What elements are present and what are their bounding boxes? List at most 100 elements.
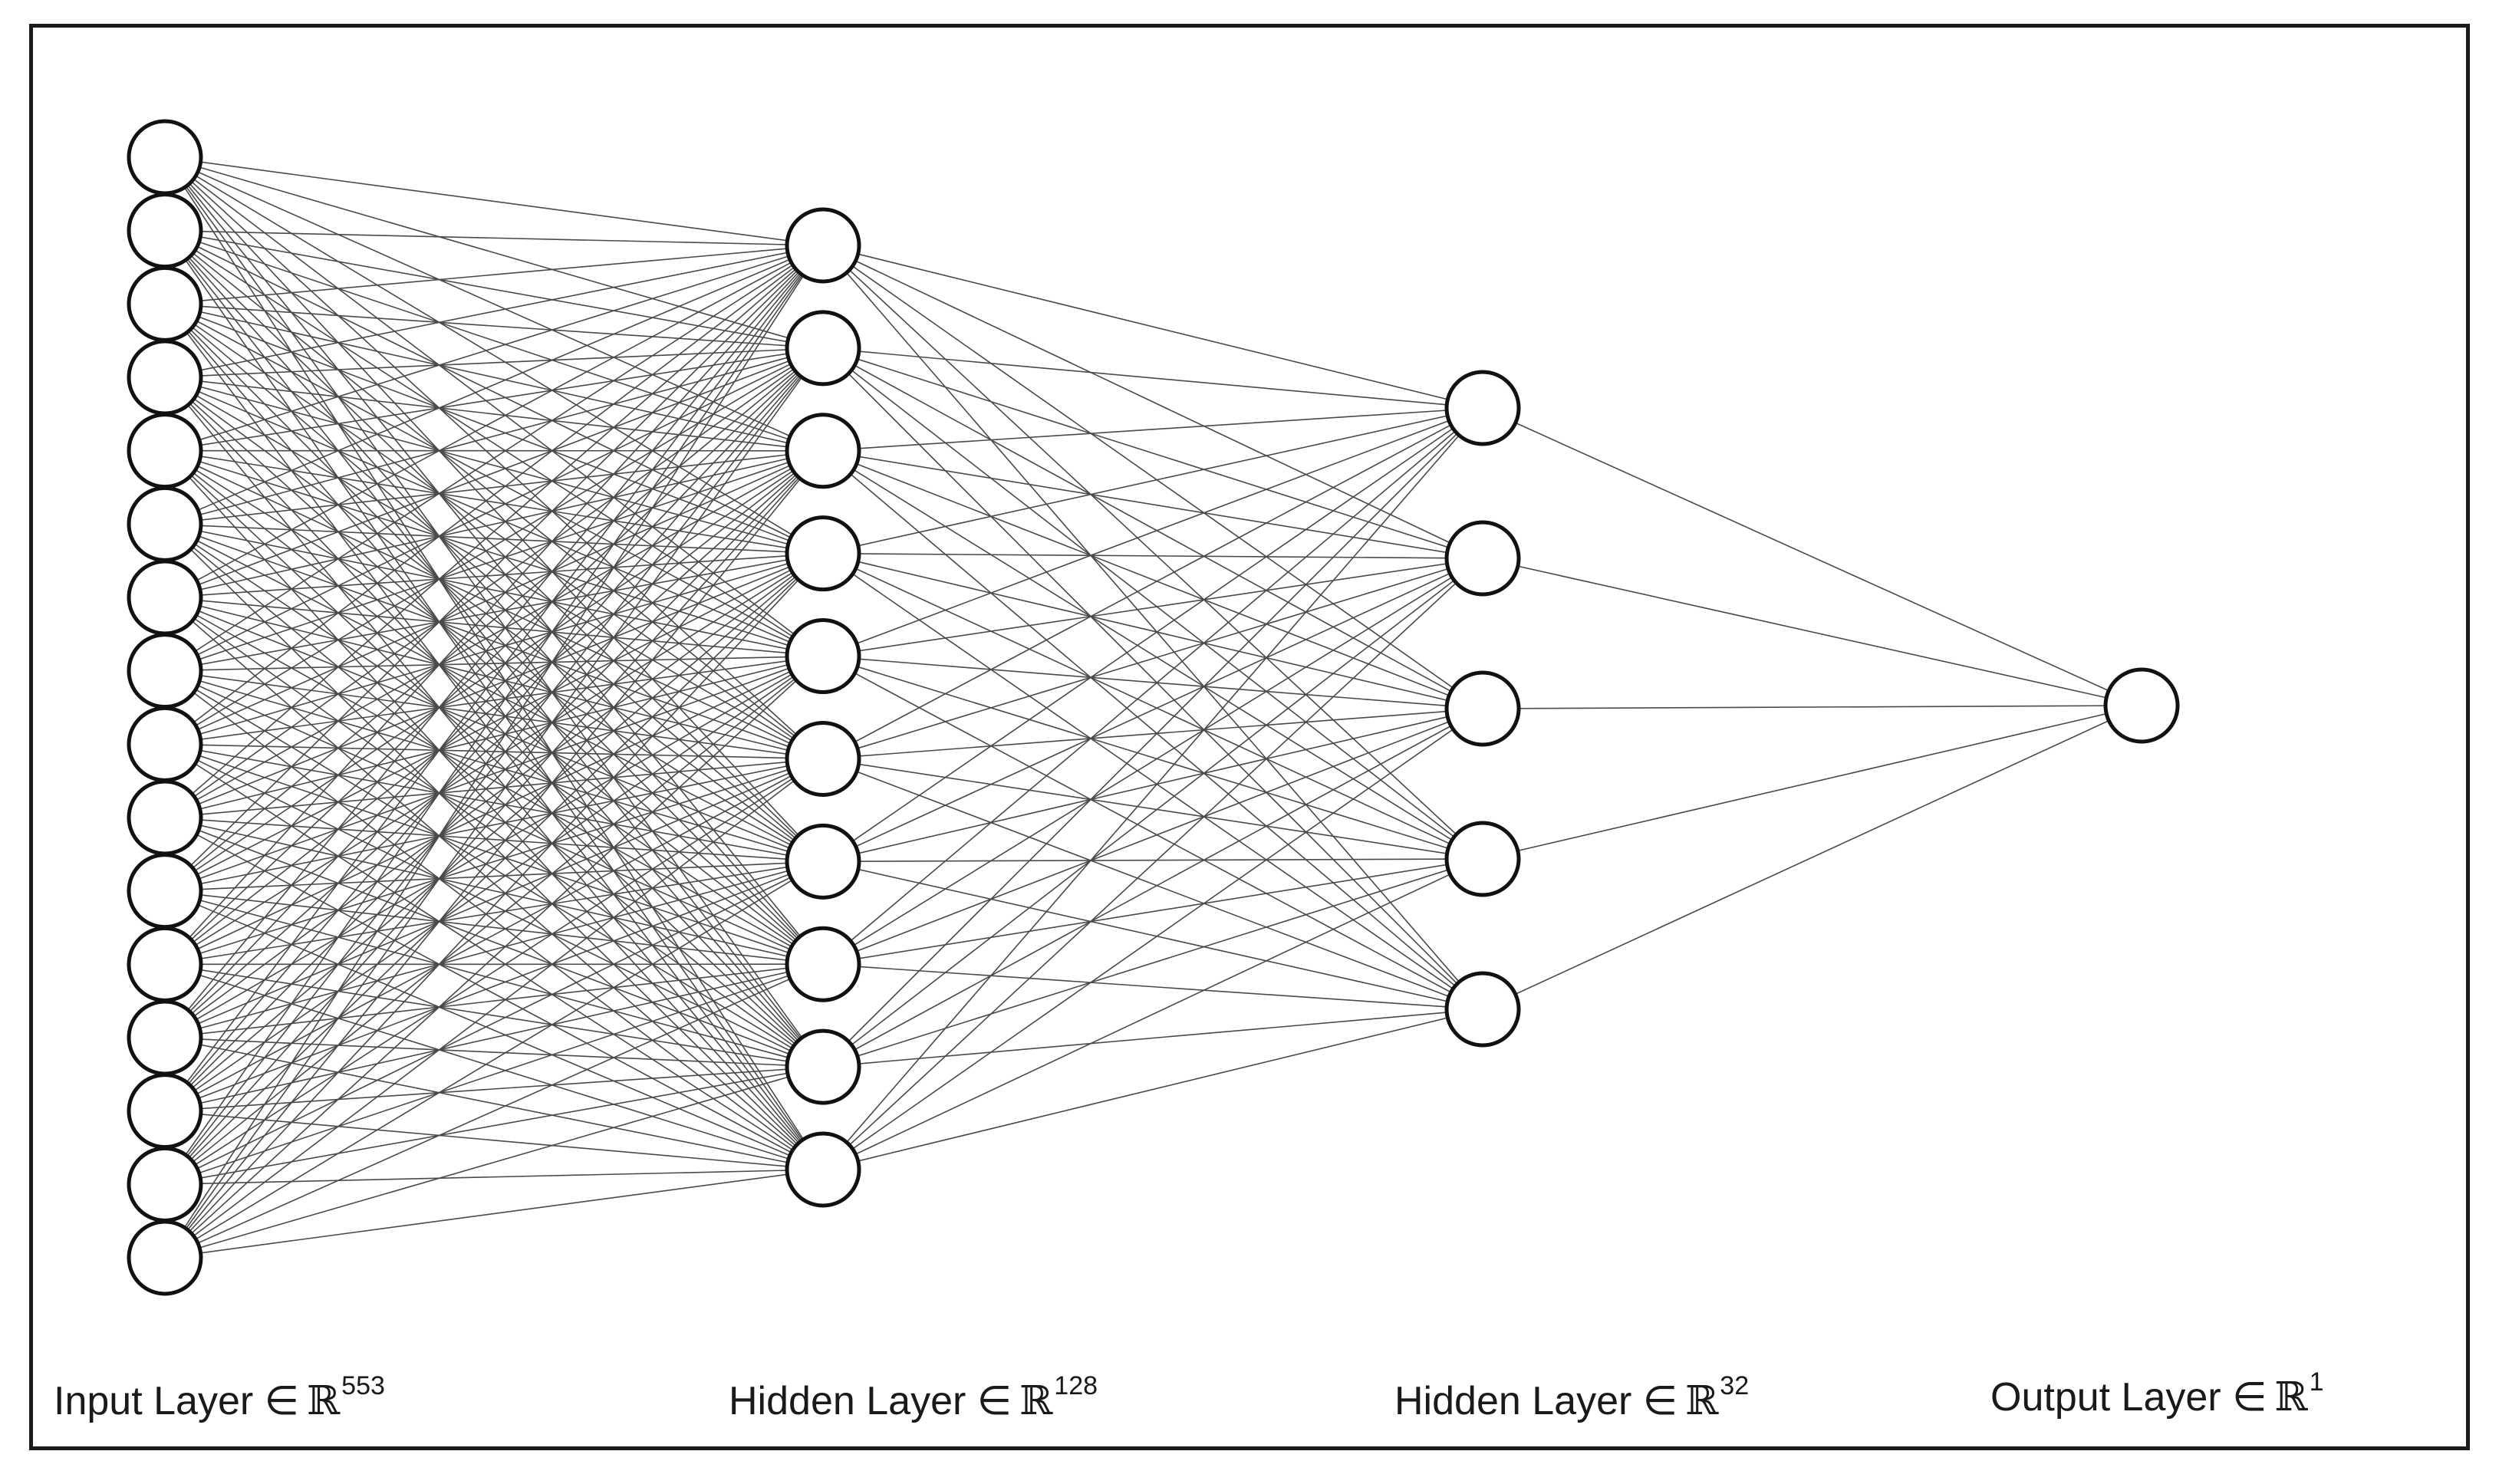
connection-input-12-to-hidden-1-2	[164, 347, 824, 965]
hidden-layer-2-label: Hidden Layer ∈ℝ32	[1394, 1373, 1749, 1421]
connection-hidden-1-3-to-hidden-2-2	[822, 449, 1483, 559]
connection-input-15-to-hidden-1-3	[164, 450, 824, 1185]
connection-hidden-1-2-to-hidden-2-1	[822, 347, 1483, 409]
hidden-layer-2-dimension: 32	[1720, 1371, 1750, 1400]
input-node-2	[127, 192, 203, 269]
connection-hidden-1-7-to-hidden-2-4	[822, 858, 1483, 863]
input-layer-label: Input Layer ∈ℝ553	[54, 1373, 385, 1421]
input-node-4	[127, 339, 203, 416]
input-layer-name: Input Layer	[54, 1379, 254, 1423]
connection-input-15-to-hidden-1-2	[164, 347, 824, 1185]
hidden-layer-1-element-of: ∈	[976, 1379, 1012, 1423]
connection-hidden-1-2-to-hidden-2-3	[822, 347, 1483, 709]
connection-hidden-1-9-to-hidden-2-1	[822, 407, 1483, 1068]
connection-input-11-to-hidden-1-5	[164, 655, 824, 892]
connection-input-14-to-hidden-1-2	[164, 347, 824, 1112]
neurons	[127, 119, 2180, 1296]
connection-input-11-to-hidden-1-9	[164, 890, 824, 1068]
connection-input-3-to-hidden-1-1	[164, 245, 824, 305]
input-node-3	[127, 265, 203, 342]
hidden-layer-1-real-set: ℝ	[1019, 1378, 1053, 1424]
connection-hidden-1-7-to-hidden-2-3	[822, 708, 1483, 863]
connection-hidden-1-5-to-hidden-2-1	[822, 407, 1483, 657]
connection-input-13-to-hidden-1-2	[164, 347, 824, 1038]
connection-input-15-to-hidden-1-1	[164, 245, 824, 1185]
connection-input-10-to-hidden-1-10	[164, 817, 824, 1170]
connection-input-16-to-hidden-1-2	[164, 347, 824, 1259]
connection-input-12-to-hidden-1-1	[164, 245, 824, 965]
hidden-layer-1-dimension: 128	[1054, 1371, 1098, 1400]
connection-hidden-1-1-to-hidden-2-2	[822, 245, 1483, 559]
input-node-11	[127, 853, 203, 930]
connection-input-6-to-hidden-1-1	[164, 245, 824, 525]
hidden-2-node-2	[1444, 520, 1521, 597]
connection-input-13-to-hidden-1-7	[164, 860, 824, 1038]
connection-input-4-to-hidden-1-1	[164, 245, 824, 378]
hidden-layer-1-label: Hidden Layer ∈ℝ128	[729, 1373, 1098, 1421]
connection-hidden-1-8-to-hidden-2-1	[822, 407, 1483, 965]
connection-hidden-1-5-to-hidden-2-2	[822, 558, 1483, 657]
connection-input-7-to-hidden-1-1	[164, 245, 824, 598]
hidden-layer-2-element-of: ∈	[1642, 1379, 1678, 1423]
connection-input-10-to-hidden-1-1	[164, 245, 824, 818]
connection-hidden-1-9-to-hidden-2-5	[822, 1009, 1483, 1068]
connection-input-10-to-hidden-1-6	[164, 758, 824, 818]
hidden-1-node-4	[785, 515, 861, 592]
hidden-2-node-3	[1444, 670, 1521, 747]
connection-input-15-to-hidden-1-4	[164, 553, 824, 1185]
hidden-1-node-6	[785, 720, 861, 797]
connection-hidden-1-8-to-hidden-2-4	[822, 858, 1483, 966]
connection-input-11-to-hidden-1-3	[164, 450, 824, 892]
connection-hidden-1-2-to-hidden-2-4	[822, 347, 1483, 860]
connection-input-13-to-hidden-1-8	[164, 963, 824, 1038]
connection-hidden-1-4-to-hidden-2-3	[822, 552, 1483, 709]
input-layer-real-set: ℝ	[306, 1378, 341, 1424]
connection-hidden-1-1-to-hidden-2-5	[822, 245, 1483, 1010]
connection-hidden-2-5-to-output-1	[1482, 705, 2142, 1010]
connection-input-13-to-hidden-1-10	[164, 1037, 824, 1170]
connection-input-14-to-hidden-1-10	[164, 1110, 824, 1170]
connection-hidden-1-5-to-hidden-2-3	[822, 655, 1483, 709]
connection-hidden-1-10-to-hidden-2-1	[822, 407, 1483, 1170]
connection-hidden-1-4-to-hidden-2-2	[822, 552, 1483, 559]
connection-input-14-to-hidden-1-8	[164, 963, 824, 1112]
input-layer-element-of: ∈	[264, 1379, 299, 1423]
output-layer-dimension: 1	[2309, 1367, 2324, 1397]
connection-hidden-1-6-to-hidden-2-1	[822, 407, 1483, 760]
connection-input-10-to-hidden-1-5	[164, 655, 824, 818]
connection-input-15-to-hidden-1-7	[164, 860, 824, 1186]
connection-input-15-to-hidden-1-9	[164, 1066, 824, 1186]
connection-input-13-to-hidden-1-6	[164, 758, 824, 1038]
connection-input-13-to-hidden-1-3	[164, 450, 824, 1038]
connection-input-16-to-hidden-1-5	[164, 655, 824, 1259]
connection-hidden-2-2-to-output-1	[1482, 558, 2142, 706]
connection-hidden-1-10-to-hidden-2-3	[822, 708, 1483, 1170]
connection-input-14-to-hidden-1-5	[164, 655, 824, 1112]
connection-input-16-to-hidden-1-1	[164, 245, 824, 1259]
hidden-1-node-10	[785, 1131, 861, 1208]
connection-hidden-1-5-to-hidden-2-4	[822, 655, 1483, 860]
connections	[164, 156, 2142, 1259]
hidden-1-node-5	[785, 618, 861, 695]
connection-hidden-1-7-to-hidden-2-2	[822, 558, 1483, 863]
hidden-1-node-9	[785, 1028, 861, 1105]
connection-input-11-to-hidden-1-7	[164, 860, 824, 892]
connection-hidden-1-3-to-hidden-2-1	[822, 407, 1483, 452]
input-node-6	[127, 485, 203, 562]
output-layer-real-set: ℝ	[2274, 1374, 2308, 1420]
connection-input-2-to-hidden-1-1	[164, 229, 824, 246]
connection-input-14-to-hidden-1-4	[164, 553, 824, 1112]
connection-input-14-to-hidden-1-6	[164, 758, 824, 1112]
connection-input-16-to-hidden-1-8	[164, 963, 824, 1259]
connection-hidden-1-4-to-hidden-2-5	[822, 553, 1483, 1010]
connection-input-1-to-hidden-1-1	[164, 156, 824, 246]
connection-input-16-to-hidden-1-7	[164, 860, 824, 1259]
connection-input-2-to-hidden-1-5	[164, 229, 824, 657]
connection-input-12-to-hidden-1-3	[164, 450, 824, 965]
connection-hidden-1-3-to-hidden-2-3	[822, 450, 1483, 709]
input-node-14	[127, 1073, 203, 1150]
connection-input-12-to-hidden-1-6	[164, 758, 824, 966]
connection-hidden-2-4-to-output-1	[1482, 705, 2142, 860]
connection-hidden-1-8-to-hidden-2-2	[822, 558, 1483, 965]
connection-input-13-to-hidden-1-5	[164, 655, 824, 1038]
